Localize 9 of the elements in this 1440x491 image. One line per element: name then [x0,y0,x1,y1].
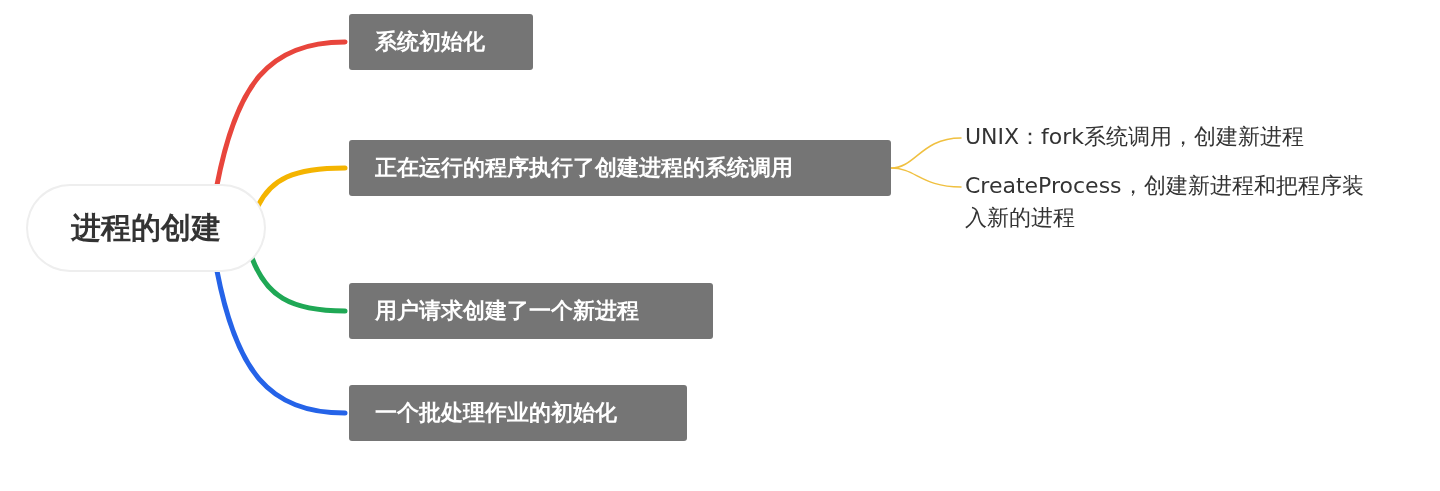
branch-line [890,167,962,188]
branch-line [255,165,348,209]
subtopic-text: UNIX：fork系统调用，创建新进程 [965,121,1385,153]
central-topic: 进程的创建 [28,186,264,270]
topic-box: 正在运行的程序执行了创建进程的系统调用 [349,140,891,196]
topic-box: 用户请求创建了一个新进程 [349,283,713,339]
topic-box: 系统初始化 [349,14,533,70]
subtopic-text: CreateProcess，创建新进程和把程序装入新的进程 [965,170,1365,234]
topic-box: 一个批处理作业的初始化 [349,385,687,441]
